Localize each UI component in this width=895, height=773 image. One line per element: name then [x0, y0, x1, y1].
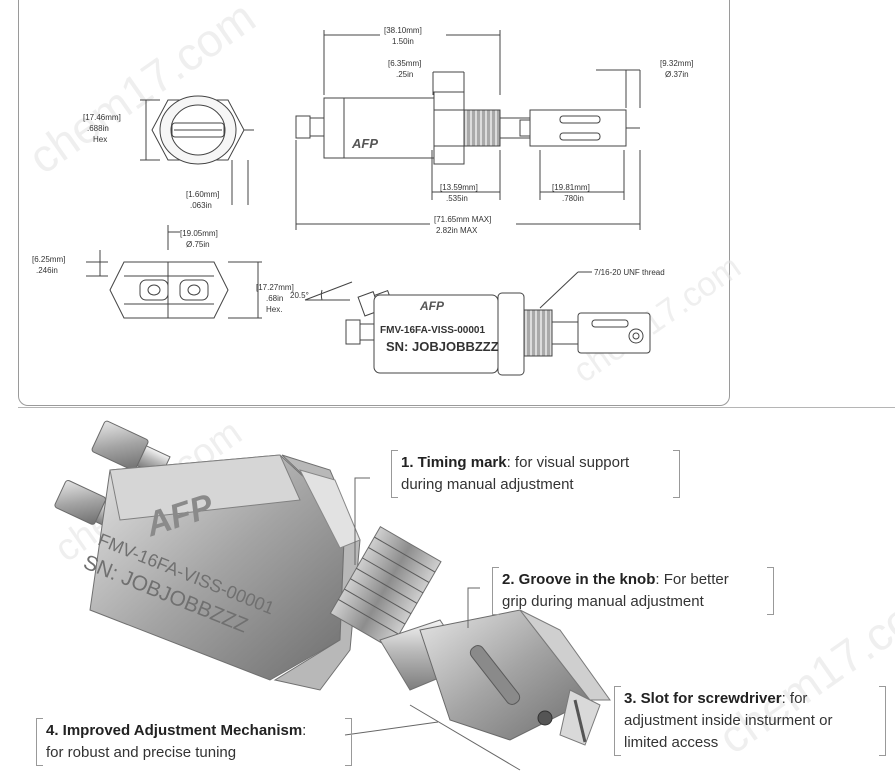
dim-side-mm: [6.25mm] — [32, 255, 65, 264]
dim-knob-in: Ø.37in — [665, 70, 689, 79]
dim-hex2-in: .68in — [266, 294, 283, 303]
callout-bracket — [36, 718, 43, 766]
callout-text: : for — [781, 690, 808, 707]
callout-title: 3. Slot for screwdriver — [624, 690, 782, 707]
dim-diameter-in: Ø.75in — [186, 240, 210, 249]
dim-total-mm: [71.65mm MAX] — [434, 215, 491, 224]
dim-hexw-mm: [6.35mm] — [388, 59, 421, 68]
thread-spec-label: 7/16-20 UNF thread — [594, 268, 665, 277]
callout-title: 4. Improved Adjustment Mechanism — [46, 722, 303, 739]
dim-length-in: 1.50in — [392, 37, 414, 46]
callout-bracket — [391, 450, 398, 498]
callout-title: 1. Timing mark — [401, 454, 507, 471]
side-profile-view — [295, 30, 641, 230]
drawing-brand-logo: AFP — [351, 136, 378, 151]
perspective-brand-logo: AFP — [419, 299, 445, 313]
callout-bracket — [879, 686, 886, 756]
panel-divider — [18, 407, 895, 408]
dim-side-in: .246in — [36, 266, 58, 275]
callout-bracket — [767, 567, 774, 615]
dim-gap-mm: [1.60mm] — [186, 190, 219, 199]
callout-timing-mark: 1. Timing mark: for visual support durin… — [391, 450, 680, 498]
dim-hex-label: Hex — [93, 135, 107, 144]
callout-text: grip during manual adjustment — [502, 593, 704, 610]
callout-bracket — [614, 686, 621, 756]
hex-end-view — [140, 95, 254, 205]
callout-text: : for visual support — [506, 454, 630, 471]
dim-thread-mm: [13.59mm] — [440, 183, 478, 192]
dim-angle: 20.5° — [290, 291, 309, 300]
dim-length-mm: [38.10mm] — [384, 26, 422, 35]
dim-tip-mm: [19.81mm] — [552, 183, 590, 192]
perspective-serial-text: SN: JOBJOBBZZZ — [386, 339, 499, 354]
callout-leaders — [344, 477, 480, 736]
callout-bracket — [492, 567, 499, 615]
dim-hex2-label: Hex. — [266, 305, 282, 314]
dim-hex-mm: [17.46mm] — [83, 113, 121, 122]
dim-hex-in: .688in — [87, 124, 109, 133]
callout-groove-knob: 2. Groove in the knob: For better grip d… — [492, 567, 774, 615]
dim-thread-in: .535in — [446, 194, 468, 203]
perspective-line-view — [304, 271, 651, 376]
dim-gap-in: .063in — [190, 201, 212, 210]
perspective-model-text: FMV-16FA-VISS-00001 — [380, 325, 485, 336]
dim-tip-in: .780in — [562, 194, 584, 203]
dim-diameter-mm: [19.05mm] — [180, 229, 218, 238]
callout-text: limited access — [624, 734, 719, 751]
dim-total-in: 2.82in MAX — [436, 226, 478, 235]
callout-bracket — [673, 450, 680, 498]
callout-adjustment-mechanism: 4. Improved Adjustment Mechanism: for ro… — [36, 718, 352, 766]
dim-hexw-in: .25in — [396, 70, 413, 79]
callout-title: 2. Groove in the knob — [502, 571, 656, 588]
callout-text: during manual adjustment — [401, 476, 574, 493]
dim-knob-mm: [9.32mm] — [660, 59, 693, 68]
valve-render — [54, 420, 611, 771]
callout-bracket — [345, 718, 352, 766]
callout-text: adjustment inside insturment or — [624, 712, 833, 729]
dim-hex2-mm: [17.27mm] — [256, 283, 294, 292]
callout-text: : — [302, 722, 307, 739]
callout-text: : For better — [655, 571, 729, 588]
dual-screw-end-view — [86, 225, 262, 319]
callout-text: for robust and precise tuning — [46, 744, 237, 761]
callout-screwdriver-slot: 3. Slot for screwdriver: for adjustment … — [614, 686, 886, 756]
